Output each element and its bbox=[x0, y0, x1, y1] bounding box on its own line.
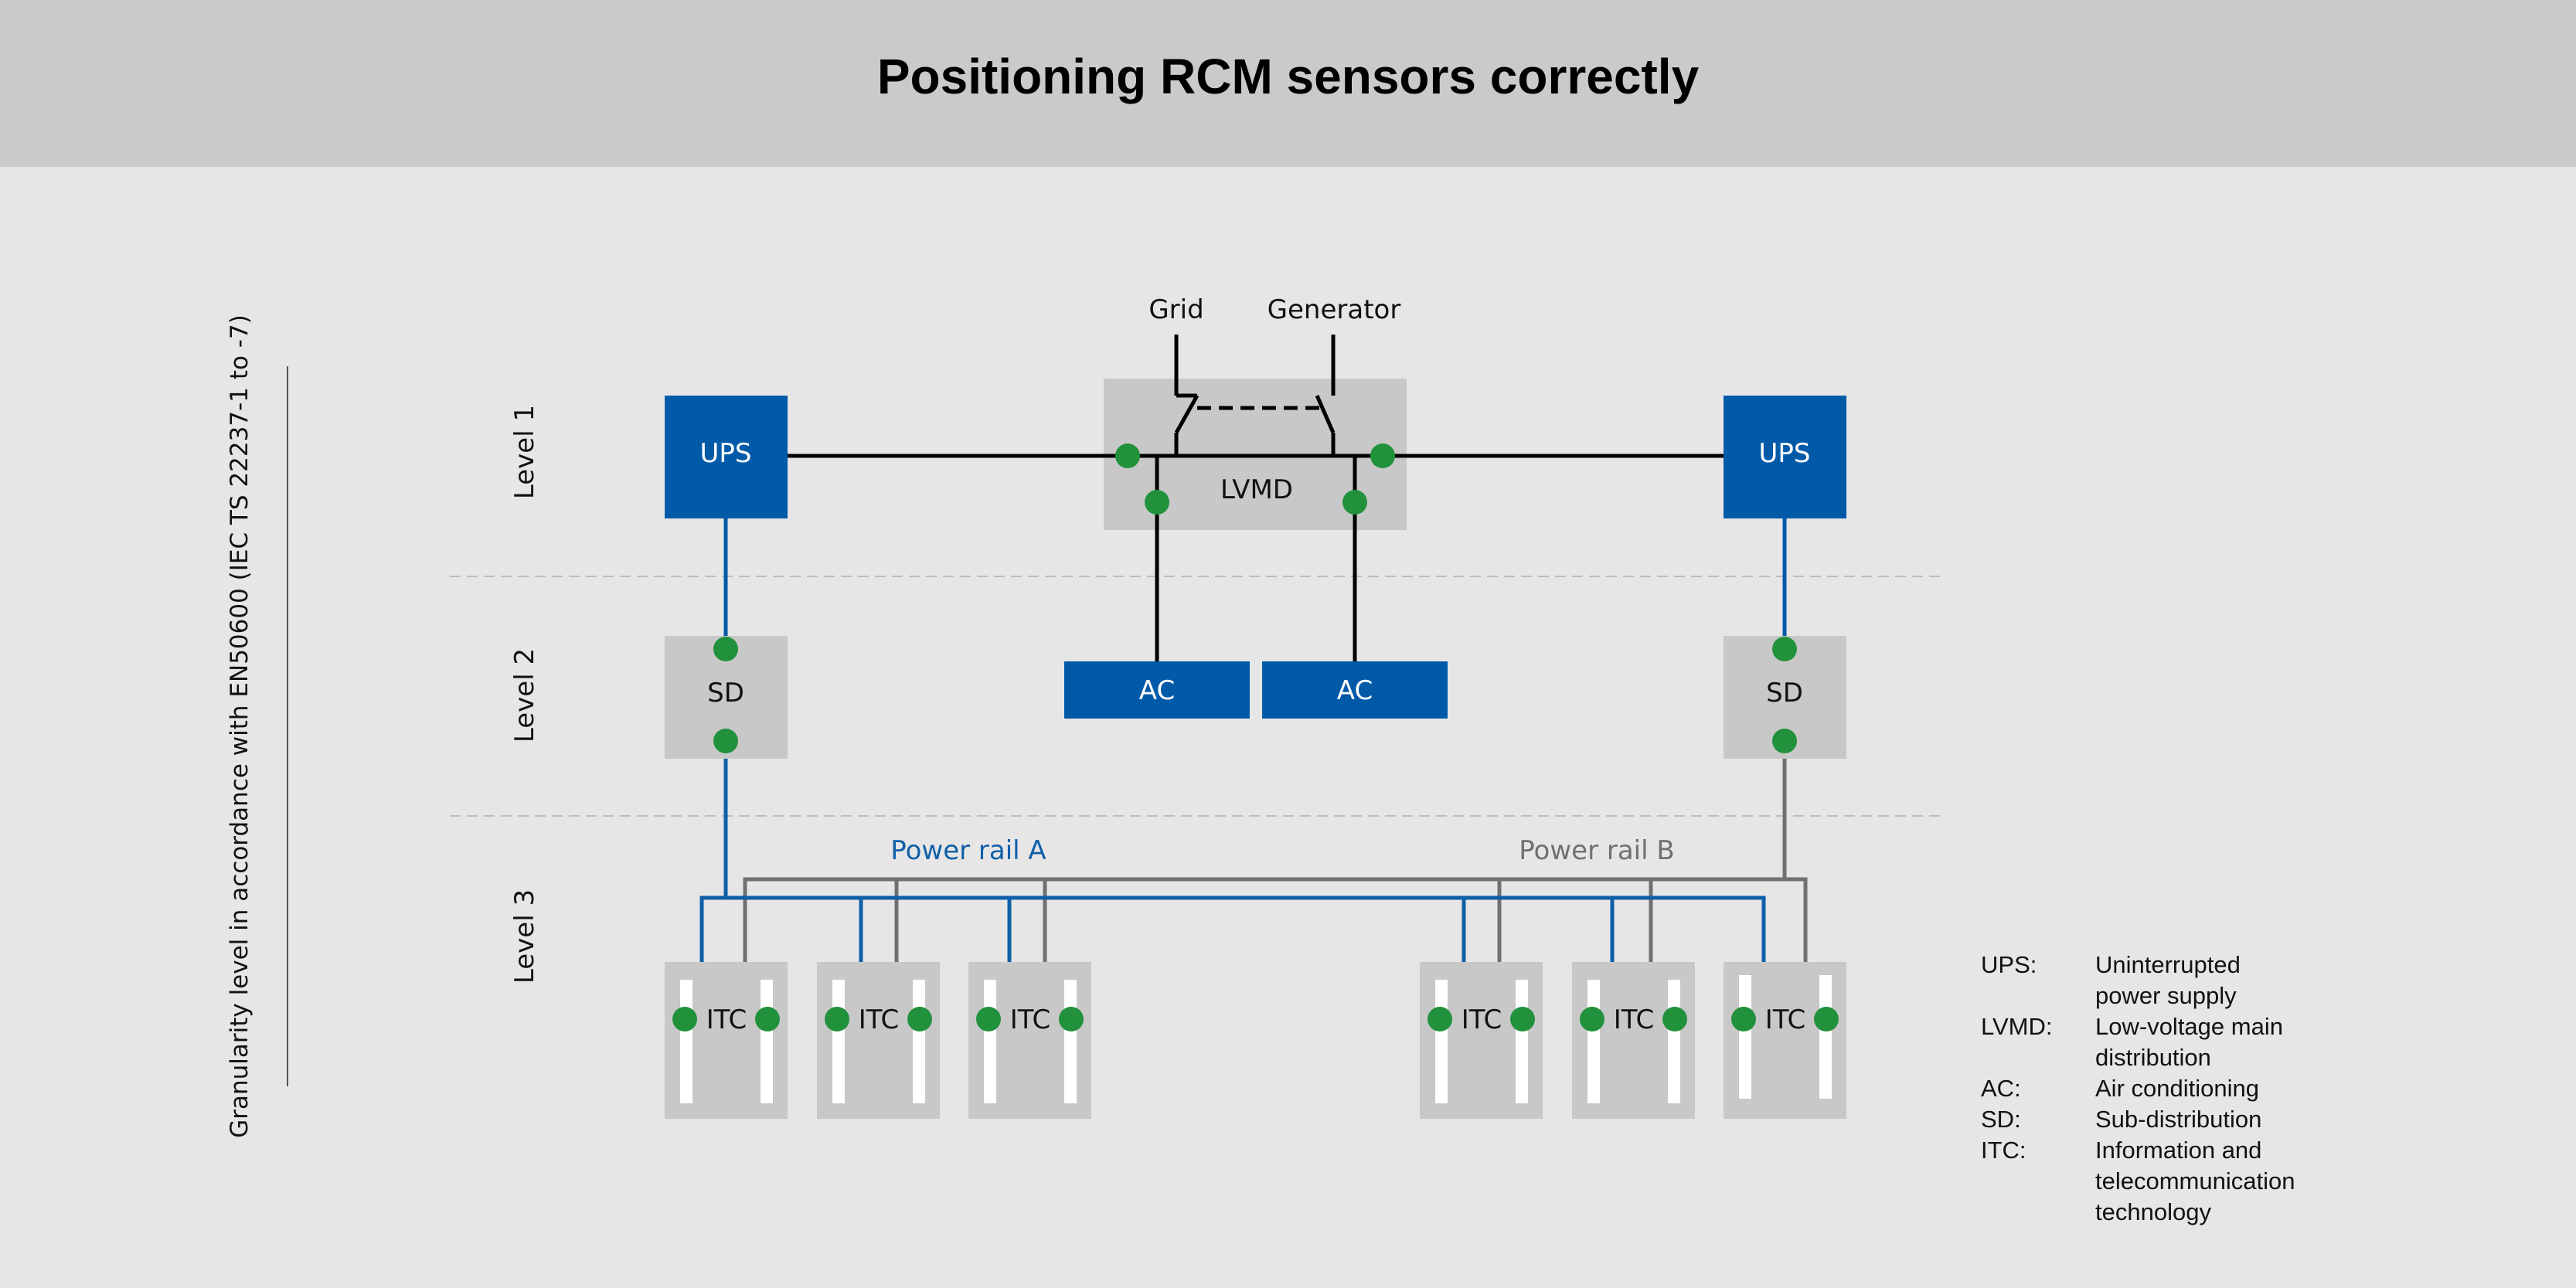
rcm-sensor bbox=[1580, 1007, 1604, 1031]
generator-switch bbox=[1315, 335, 1336, 456]
itc-rack-6: ITC bbox=[1724, 962, 1846, 1119]
legend-desc: distribution bbox=[2095, 1044, 2211, 1071]
rcm-sensor bbox=[713, 729, 738, 753]
level-3-label: Level 3 bbox=[509, 889, 540, 984]
ups-left-label: UPS bbox=[700, 438, 752, 469]
rcm-sensor bbox=[1772, 729, 1797, 753]
power-rail-b bbox=[743, 877, 1808, 963]
ups-left-box bbox=[665, 396, 788, 518]
rcm-sensor bbox=[1115, 443, 1140, 468]
axis-label: Granularity level in accordance with EN5… bbox=[226, 314, 254, 1138]
header-band bbox=[0, 0, 2576, 167]
rcm-sensor bbox=[1814, 1007, 1839, 1031]
rcm-sensor bbox=[1145, 490, 1169, 515]
ac-left-box bbox=[1064, 661, 1250, 719]
page-title: Positioning RCM sensors correctly bbox=[876, 49, 1700, 104]
legend-desc: Low-voltage main bbox=[2095, 1013, 2283, 1040]
rcm-sensor bbox=[907, 1007, 932, 1031]
grid-switch bbox=[1174, 335, 1200, 456]
rcm-sensor bbox=[1428, 1007, 1452, 1031]
legend-desc: telecommunication bbox=[2095, 1167, 2295, 1195]
sd-right-label: SD bbox=[1766, 678, 1803, 709]
legend-desc: Air conditioning bbox=[2095, 1075, 2259, 1102]
legend: UPS: Uninterrupted power supply LVMD: Lo… bbox=[1981, 951, 2295, 1225]
itc-rack-4: ITC bbox=[1420, 962, 1543, 1119]
power-rail-a-label: Power rail A bbox=[890, 835, 1046, 866]
ac-right-box bbox=[1262, 661, 1448, 719]
itc-label: ITC bbox=[859, 1004, 900, 1035]
rcm-sensor bbox=[755, 1007, 780, 1031]
legend-abbr: LVMD: bbox=[1981, 1013, 2052, 1040]
rcm-sensor bbox=[1342, 490, 1367, 515]
rcm-sensor bbox=[825, 1007, 849, 1031]
rcm-sensor bbox=[1731, 1007, 1756, 1031]
level-2-label: Level 2 bbox=[509, 648, 540, 743]
rcm-sensor bbox=[1662, 1007, 1687, 1031]
itc-rack-2: ITC bbox=[817, 962, 940, 1119]
level-1-label: Level 1 bbox=[509, 405, 540, 499]
rcm-sensor bbox=[1510, 1007, 1535, 1031]
legend-abbr: UPS: bbox=[1981, 951, 2037, 978]
ac-right-label: AC bbox=[1337, 675, 1373, 706]
legend-abbr: AC: bbox=[1981, 1075, 2021, 1102]
ups-right-box bbox=[1724, 396, 1846, 518]
rcm-sensor bbox=[1059, 1007, 1084, 1031]
legend-desc: power supply bbox=[2095, 982, 2237, 1009]
itc-label: ITC bbox=[1765, 1004, 1806, 1035]
legend-desc: Sub-distribution bbox=[2095, 1106, 2261, 1133]
legend-desc: Uninterrupted bbox=[2095, 951, 2241, 978]
sd-left-label: SD bbox=[707, 678, 744, 709]
legend-abbr: ITC: bbox=[1981, 1137, 2026, 1164]
rcm-sensor bbox=[1772, 637, 1797, 661]
itc-label: ITC bbox=[1010, 1004, 1051, 1035]
itc-rack-1: ITC bbox=[665, 962, 788, 1119]
rcm-sensor bbox=[713, 637, 738, 661]
power-rail-b-label: Power rail B bbox=[1519, 835, 1674, 866]
itc-rack-3: ITC bbox=[968, 962, 1091, 1119]
rcm-sensor bbox=[1370, 443, 1395, 468]
rcm-sensor bbox=[976, 1007, 1001, 1031]
legend-desc: technology bbox=[2095, 1198, 2211, 1225]
lvmd-label: LVMD bbox=[1220, 474, 1293, 505]
ups-right-label: UPS bbox=[1759, 438, 1811, 469]
itc-label: ITC bbox=[1462, 1004, 1502, 1035]
itc-rack-5: ITC bbox=[1572, 962, 1695, 1119]
power-rail-a bbox=[699, 895, 1766, 963]
generator-label: Generator bbox=[1268, 294, 1401, 325]
itc-label: ITC bbox=[1614, 1004, 1655, 1035]
legend-desc: Information and bbox=[2095, 1137, 2261, 1164]
itc-label: ITC bbox=[706, 1004, 747, 1035]
rcm-sensor bbox=[672, 1007, 697, 1031]
legend-abbr: SD: bbox=[1981, 1106, 2021, 1133]
grid-label: Grid bbox=[1148, 294, 1203, 325]
ac-left-label: AC bbox=[1139, 675, 1175, 706]
